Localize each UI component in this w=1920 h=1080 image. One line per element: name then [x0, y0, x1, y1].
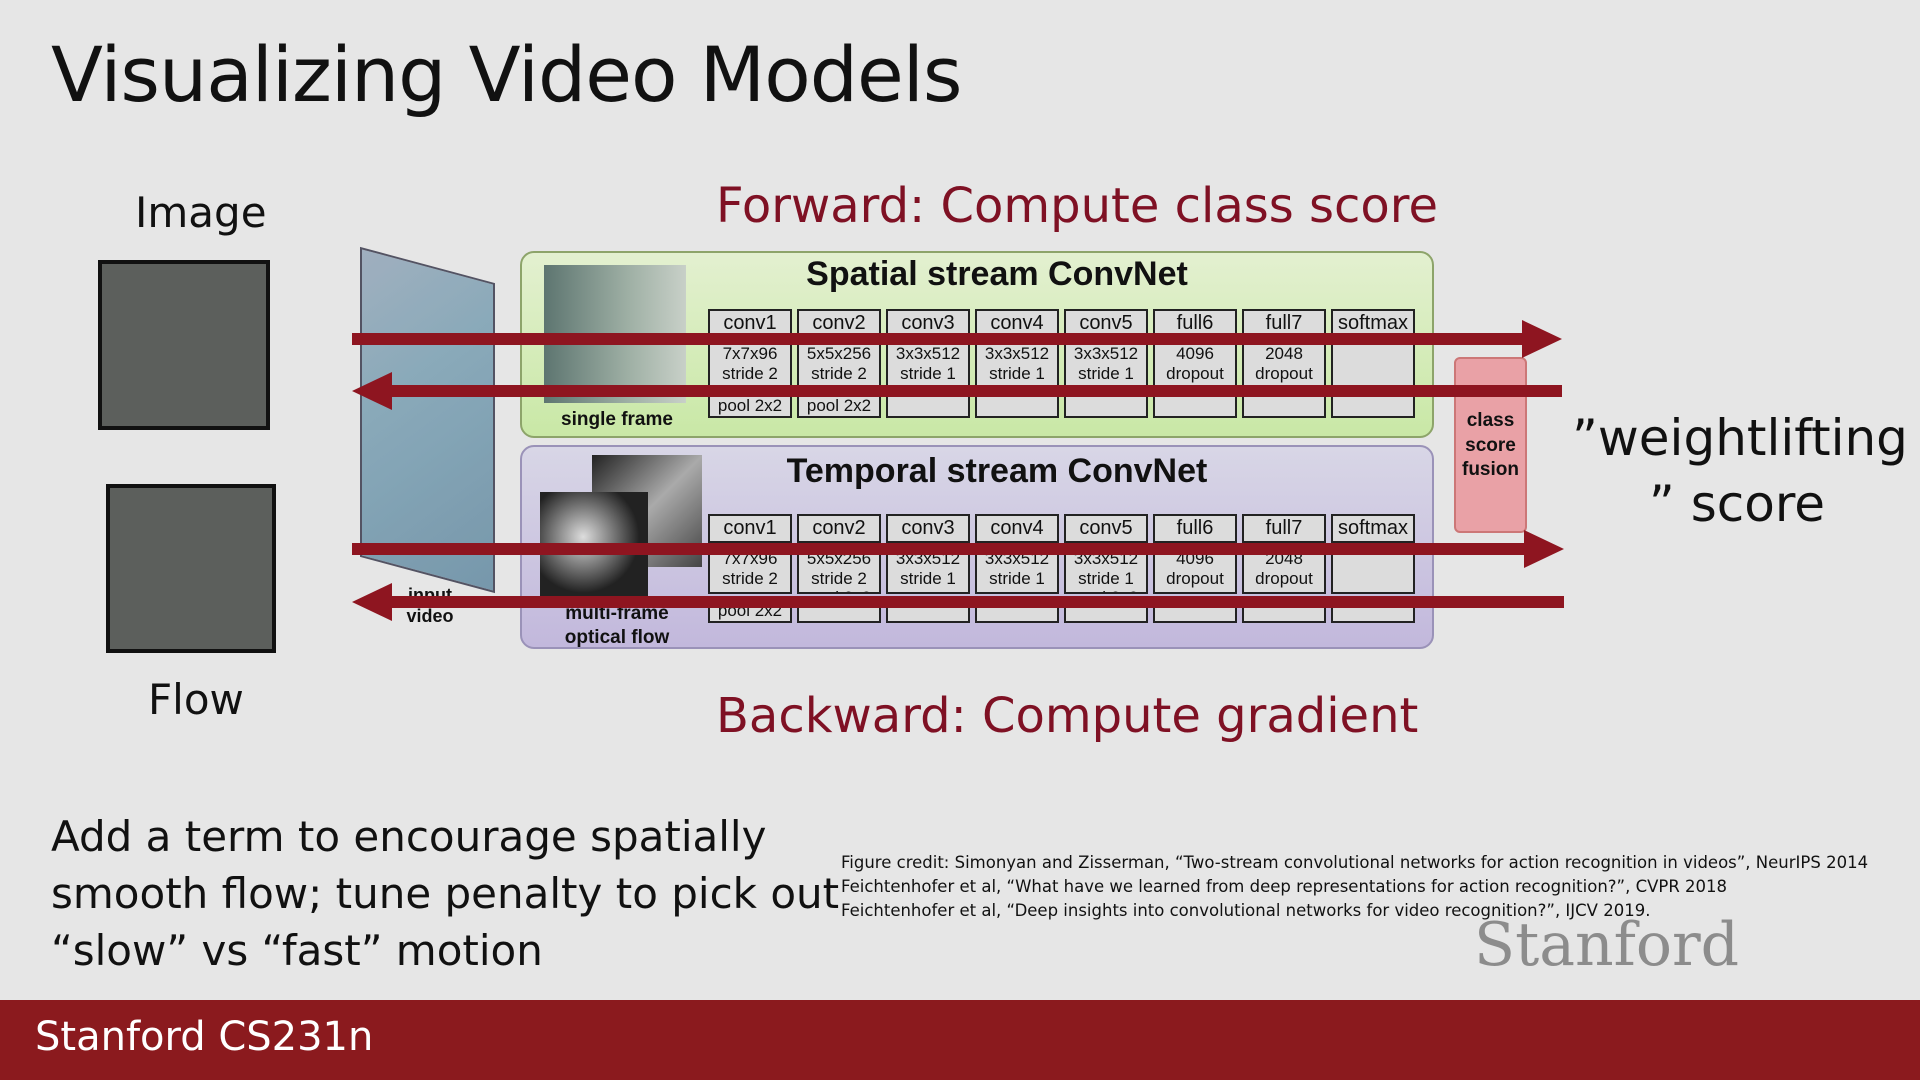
footer-bar: Stanford CS231n [0, 1000, 1920, 1080]
image-square [98, 260, 270, 430]
single-frame-caption: single frame [561, 409, 673, 430]
footer-course-name: Stanford CS231n [35, 1014, 374, 1060]
layer-name: softmax [1331, 514, 1415, 543]
layer-name: conv1 [708, 514, 792, 543]
layer-body: 2048 dropout [1242, 341, 1326, 389]
figure-credits: Figure credit: Simonyan and Zisserman, “… [841, 853, 1869, 920]
layer-name: conv5 [1064, 514, 1148, 543]
layer-body: 3x3x512 stride 1 [886, 341, 970, 389]
forward-label: Forward: Compute class score [716, 178, 1438, 234]
layer-name: conv2 [797, 514, 881, 543]
flow-square [106, 484, 276, 653]
slide-title: Visualizing Video Models [51, 30, 962, 119]
layer-body: 4096 dropout [1153, 341, 1237, 389]
layer-body: 3x3x512 stride 1 [975, 341, 1059, 389]
flow-label: Flow [148, 675, 244, 724]
layer-name: conv4 [975, 514, 1059, 543]
layer-body: 3x3x512 stride 1 pool 2x2 [1064, 341, 1148, 389]
backward-arrow-spatial [352, 372, 1562, 410]
image-label: Image [135, 188, 267, 237]
backward-label: Backward: Compute gradient [716, 688, 1419, 744]
layer-name: conv3 [886, 514, 970, 543]
layer-body: 7x7x96 stride 2 norm. [708, 341, 792, 389]
layer-softmax: softmax [1331, 309, 1415, 418]
spatial-stream-title: Spatial stream ConvNet [806, 255, 1188, 293]
backward-arrow-temporal [352, 583, 1564, 621]
layer-body: 5x5x256 stride 2 norm. [797, 341, 881, 389]
layer-name: full6 [1153, 514, 1237, 543]
forward-arrow-temporal [352, 530, 1564, 568]
forward-arrow-spatial [352, 320, 1562, 358]
layer-body [1331, 341, 1415, 389]
weightlifting-score-label: ”weightlifting” score [1572, 409, 1908, 533]
layer-name: full7 [1242, 514, 1326, 543]
stanford-logo: Stanford [1474, 910, 1740, 980]
input-video-stack [360, 246, 495, 594]
temporal-stream-title: Temporal stream ConvNet [786, 452, 1208, 490]
